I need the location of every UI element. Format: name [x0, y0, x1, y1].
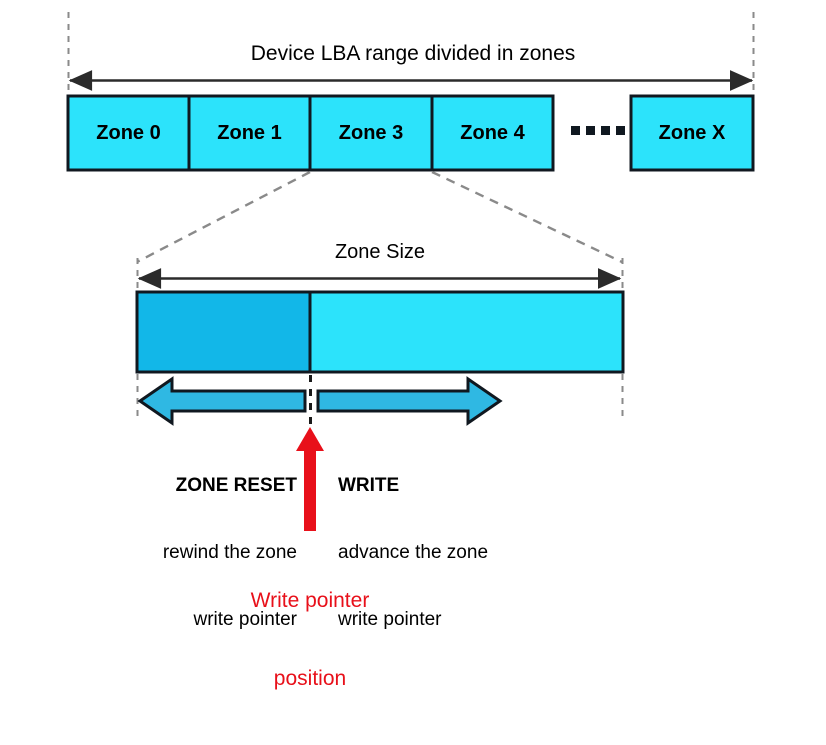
write-line2: write pointer [338, 609, 442, 631]
zone-ellipsis-icon [571, 126, 625, 135]
zone-label-0: Zone 0 [96, 122, 161, 144]
zone-reset-line1: rewind the zone [162, 542, 297, 564]
zone-label-4: Zone 4 [460, 122, 525, 144]
zone-label-x: Zone X [658, 122, 726, 144]
zone-size-caption: Zone Size [334, 241, 426, 263]
written-region [135, 290, 312, 374]
zone-reset-label-group: ZONE RESET rewind the zone write pointer [97, 430, 297, 676]
write-label-group: WRITE advance the zone write pointer [338, 430, 568, 676]
write-pointer-line1: Write pointer [250, 588, 370, 612]
zone-reset-title: ZONE RESET [175, 474, 297, 496]
zone-reset-arrow-icon [137, 376, 307, 426]
zone-size-guides [136, 258, 624, 422]
zone-reset-line2: write pointer [193, 609, 298, 631]
zone-expansion-lines [136, 170, 623, 264]
unwritten-region [308, 290, 625, 374]
diagram-vector-layer [66, 12, 755, 531]
write-title: WRITE [338, 474, 400, 496]
write-pointer-arrow-icon [296, 427, 324, 531]
zone-detail-bar [135, 290, 625, 374]
zone-boxes [66, 94, 755, 172]
write-arrow-icon [316, 376, 503, 426]
diagram-canvas: Device LBA range divided in zones Zone 0… [66, 12, 755, 690]
zone-label-1: Zone 1 [217, 122, 282, 144]
write-pointer-line2: position [273, 667, 347, 691]
lba-range-caption: Device LBA range divided in zones [250, 42, 576, 65]
lba-range-guides [67, 12, 755, 96]
write-pointer-caption: Write pointer position [160, 535, 460, 745]
zone-label-3: Zone 3 [338, 122, 404, 144]
write-line1: advance the zone [338, 542, 489, 564]
